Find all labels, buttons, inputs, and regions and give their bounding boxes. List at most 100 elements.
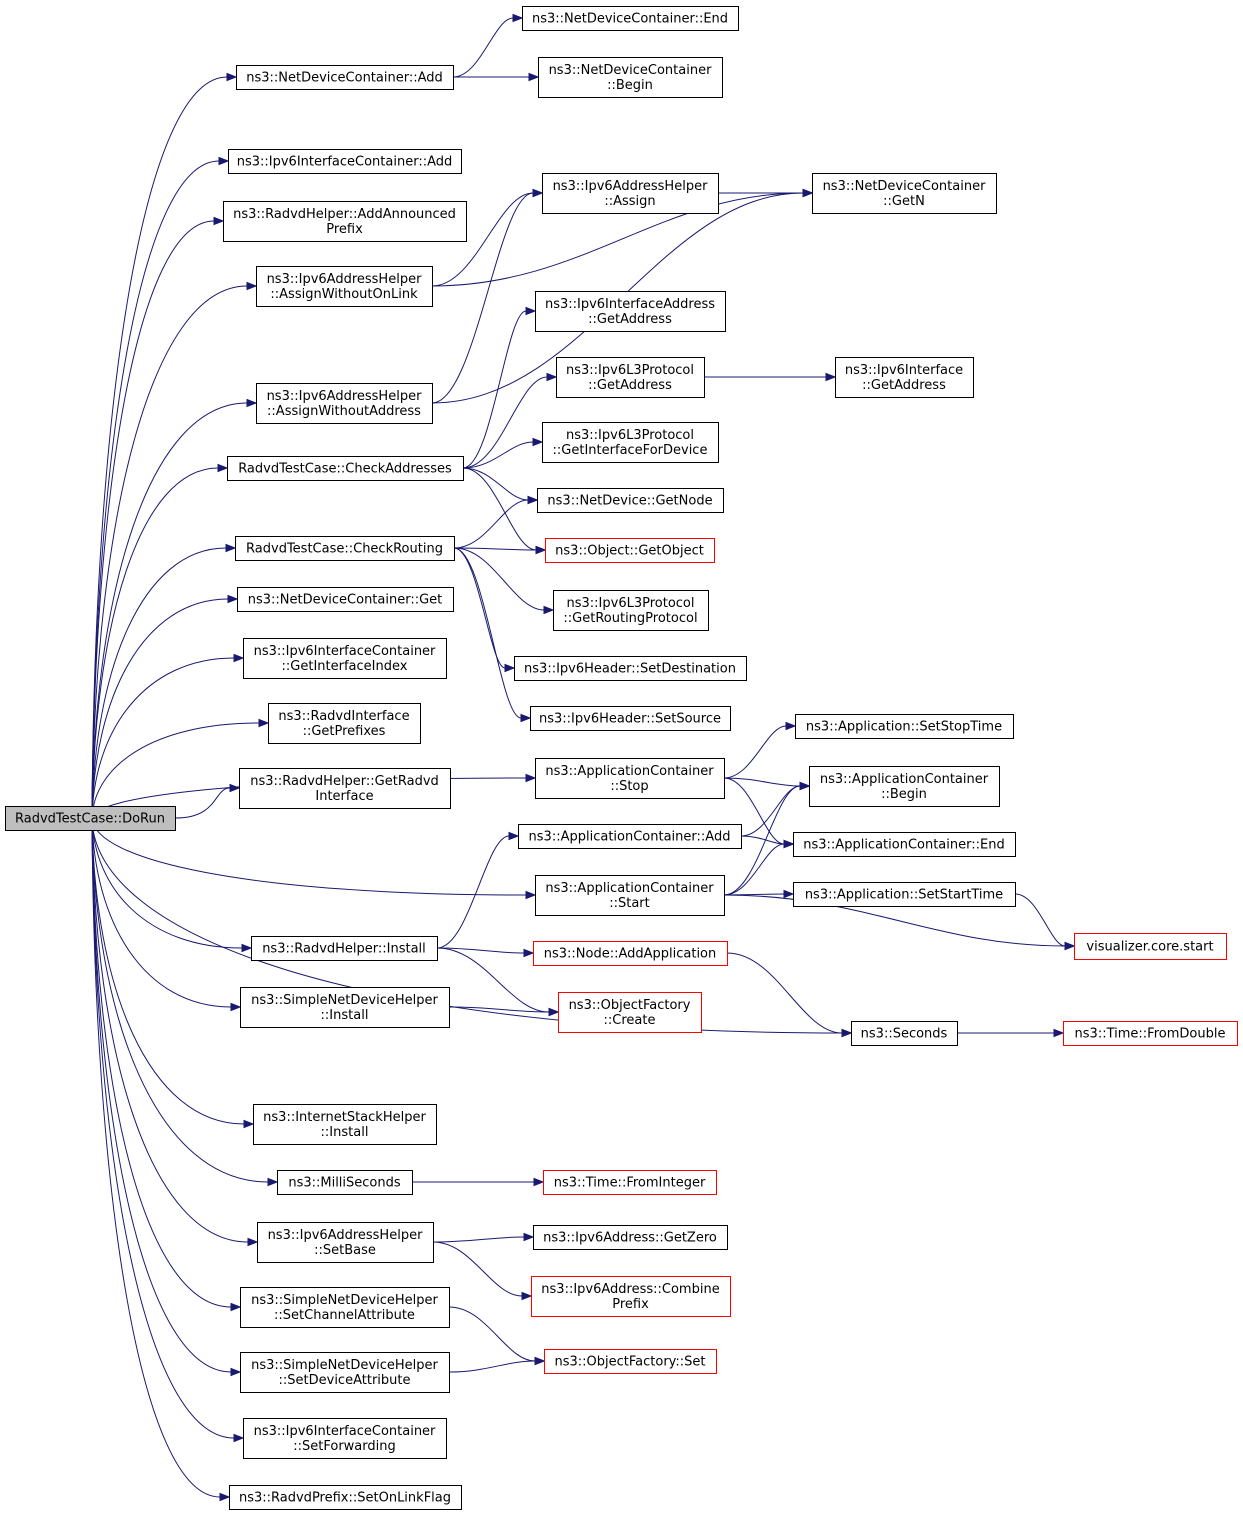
edge-check-rout-to-hdr-setsrc <box>453 547 532 723</box>
edge-line <box>462 376 548 469</box>
node-ish-install[interactable]: ns3::InternetStackHelper::Install <box>253 1104 437 1145</box>
node-aah-awol[interactable]: ns3::Ipv6AddressHelper::AssignWithoutOnL… <box>256 266 433 307</box>
node-ipv6ic-add[interactable]: ns3::Ipv6InterfaceContainer::Add <box>228 149 462 174</box>
node-sndh-setchan[interactable]: ns3::SimpleNetDeviceHelper::SetChannelAt… <box>240 1287 450 1328</box>
node-l3-getrp[interactable]: ns3::Ipv6L3Protocol::GetRoutingProtocol <box>553 590 709 631</box>
edge-line <box>723 777 785 845</box>
node-radvd-install[interactable]: ns3::RadvdHelper::Install <box>251 936 438 961</box>
node-box <box>243 1418 447 1459</box>
node-label: ns3::MilliSeconds <box>288 1176 401 1191</box>
node-label: ns3::ApplicationContainer <box>820 772 989 787</box>
node-ipv6addr-getzero[interactable]: ns3::Ipv6Address::GetZero <box>533 1225 728 1250</box>
node-box <box>228 149 462 174</box>
node-hdr-setdst[interactable]: ns3::Ipv6Header::SetDestination <box>514 656 747 681</box>
node-radvdif-getpref[interactable]: ns3::RadvdInterface::GetPrefixes <box>268 703 421 744</box>
edge-line <box>740 835 785 845</box>
node-label: Interface <box>315 789 373 804</box>
node-label: ::Begin <box>607 78 653 93</box>
edge-check-addr-to-nd-getnode <box>462 467 539 505</box>
edge-l3-getaddr-to-ipv6if-getaddr <box>704 372 837 382</box>
node-prefix-setonlink[interactable]: ns3::RadvdPrefix::SetOnLinkFlag <box>229 1485 462 1510</box>
node-ac-start[interactable]: ns3::ApplicationContainer::Start <box>535 875 725 916</box>
edge-line <box>91 657 235 819</box>
node-root[interactable]: RadvdTestCase::DoRun <box>5 806 176 831</box>
node-ndc-getn[interactable]: ns3::NetDeviceContainer::GetN <box>812 173 997 214</box>
node-l3-getiffordev[interactable]: ns3::Ipv6L3Protocol::GetInterfaceForDevi… <box>542 422 719 463</box>
node-node-addapp[interactable]: ns3::Node::AddApplication <box>533 941 728 966</box>
node-vis-start[interactable]: visualizer.core.start <box>1074 933 1227 960</box>
node-box <box>256 383 433 424</box>
edge-line <box>431 192 534 404</box>
node-app-setstart[interactable]: ns3::Application::SetStartTime <box>793 882 1016 907</box>
node-label: ::GetAddress <box>588 378 672 393</box>
edge-line <box>452 17 514 78</box>
edge-line <box>448 1006 550 1013</box>
edge-arrowhead <box>1064 941 1076 951</box>
node-label: ns3::Ipv6Interface <box>845 363 963 378</box>
node-of-create[interactable]: ns3::ObjectFactory::Create <box>558 992 702 1033</box>
node-label: ns3::ApplicationContainer::Add <box>529 830 731 845</box>
node-time-fromdouble[interactable]: ns3::Time::FromDouble <box>1063 1021 1238 1046</box>
edge-check-rout-to-nd-getnode <box>453 495 539 549</box>
edge-arrowhead <box>247 1237 259 1247</box>
node-box <box>268 703 421 744</box>
node-box <box>553 590 709 631</box>
edge-node-addapp-to-seconds <box>726 952 853 1038</box>
edge-arrowhead <box>218 156 230 166</box>
node-time-fromint[interactable]: ns3::Time::FromInteger <box>543 1170 717 1195</box>
node-ipv6ic-getidx[interactable]: ns3::Ipv6InterfaceContainer::GetInterfac… <box>243 638 447 679</box>
node-box <box>5 806 176 831</box>
node-of-set[interactable]: ns3::ObjectFactory::Set <box>544 1349 717 1374</box>
node-ndc-get[interactable]: ns3::NetDeviceContainer::Get <box>237 587 454 612</box>
edge-line <box>91 285 248 819</box>
node-label: ::GetN <box>883 194 925 209</box>
node-ndc-begin[interactable]: ns3::NetDeviceContainer::Begin <box>538 57 723 98</box>
node-ac-stop[interactable]: ns3::ApplicationContainer::Stop <box>535 758 725 799</box>
node-check-addr[interactable]: RadvdTestCase::CheckAddresses <box>227 456 464 481</box>
edge-millis-to-time-fromint <box>412 1177 545 1187</box>
node-sndh-install[interactable]: ns3::SimpleNetDeviceHelper::Install <box>240 987 450 1028</box>
node-label: ns3::ApplicationContainer::End <box>803 838 1004 853</box>
node-label: ::GetInterfaceForDevice <box>553 443 708 458</box>
node-box <box>812 173 997 214</box>
edge-arrowhead <box>534 1356 546 1366</box>
edge-line <box>431 192 804 287</box>
node-box <box>535 758 725 799</box>
node-ndc-end[interactable]: ns3::NetDeviceContainer::End <box>522 6 739 31</box>
node-label: ::Assign <box>604 194 655 209</box>
edge-arrowhead <box>783 839 795 849</box>
node-ipv6ic-setfwd[interactable]: ns3::Ipv6InterfaceContainer::SetForwardi… <box>243 1418 447 1459</box>
node-aah-assign[interactable]: ns3::Ipv6AddressHelper::Assign <box>542 173 719 214</box>
node-check-rout[interactable]: RadvdTestCase::CheckRouting <box>235 536 455 561</box>
edge-arrowhead <box>243 1119 255 1129</box>
node-ac-end[interactable]: ns3::ApplicationContainer::End <box>793 832 1016 857</box>
node-label: ns3::Ipv6AddressHelper <box>553 179 709 194</box>
node-nd-getnode[interactable]: ns3::NetDevice::GetNode <box>537 488 724 513</box>
node-aah-setbase[interactable]: ns3::Ipv6AddressHelper::SetBase <box>257 1222 434 1263</box>
edge-root-to-check-addr <box>91 463 229 819</box>
node-millis[interactable]: ns3::MilliSeconds <box>277 1170 413 1195</box>
node-hdr-setsrc[interactable]: ns3::Ipv6Header::SetSource <box>530 706 731 731</box>
node-ac-begin[interactable]: ns3::ApplicationContainer::Begin <box>809 766 1000 807</box>
node-app-setstop[interactable]: ns3::Application::SetStopTime <box>795 714 1014 739</box>
node-label: ::GetRoutingProtocol <box>563 611 697 626</box>
node-ipv6ia-getaddr[interactable]: ns3::Ipv6InterfaceAddress::GetAddress <box>535 291 726 332</box>
node-obj-getobj[interactable]: ns3::Object::GetObject <box>545 538 715 563</box>
node-label: RadvdTestCase::CheckRouting <box>246 542 443 557</box>
node-box <box>229 1485 462 1510</box>
edge-arrowhead <box>783 889 795 899</box>
node-ipv6if-getaddr[interactable]: ns3::Ipv6Interface::GetAddress <box>835 357 974 398</box>
node-sndh-setdev[interactable]: ns3::SimpleNetDeviceHelper::SetDeviceAtt… <box>240 1352 450 1393</box>
edge-root-to-ipv6ic-add <box>91 156 230 819</box>
edge-arrowhead <box>523 1232 535 1242</box>
node-box <box>277 1170 413 1195</box>
node-aah-awoa[interactable]: ns3::Ipv6AddressHelper::AssignWithoutAdd… <box>256 383 433 424</box>
node-ndc-add[interactable]: ns3::NetDeviceContainer::Add <box>236 65 454 90</box>
node-seconds[interactable]: ns3::Seconds <box>851 1021 958 1046</box>
node-ac-add[interactable]: ns3::ApplicationContainer::Add <box>518 824 742 849</box>
node-l3-getaddr[interactable]: ns3::Ipv6L3Protocol::GetAddress <box>556 357 705 398</box>
node-label: ::Create <box>604 1013 656 1028</box>
